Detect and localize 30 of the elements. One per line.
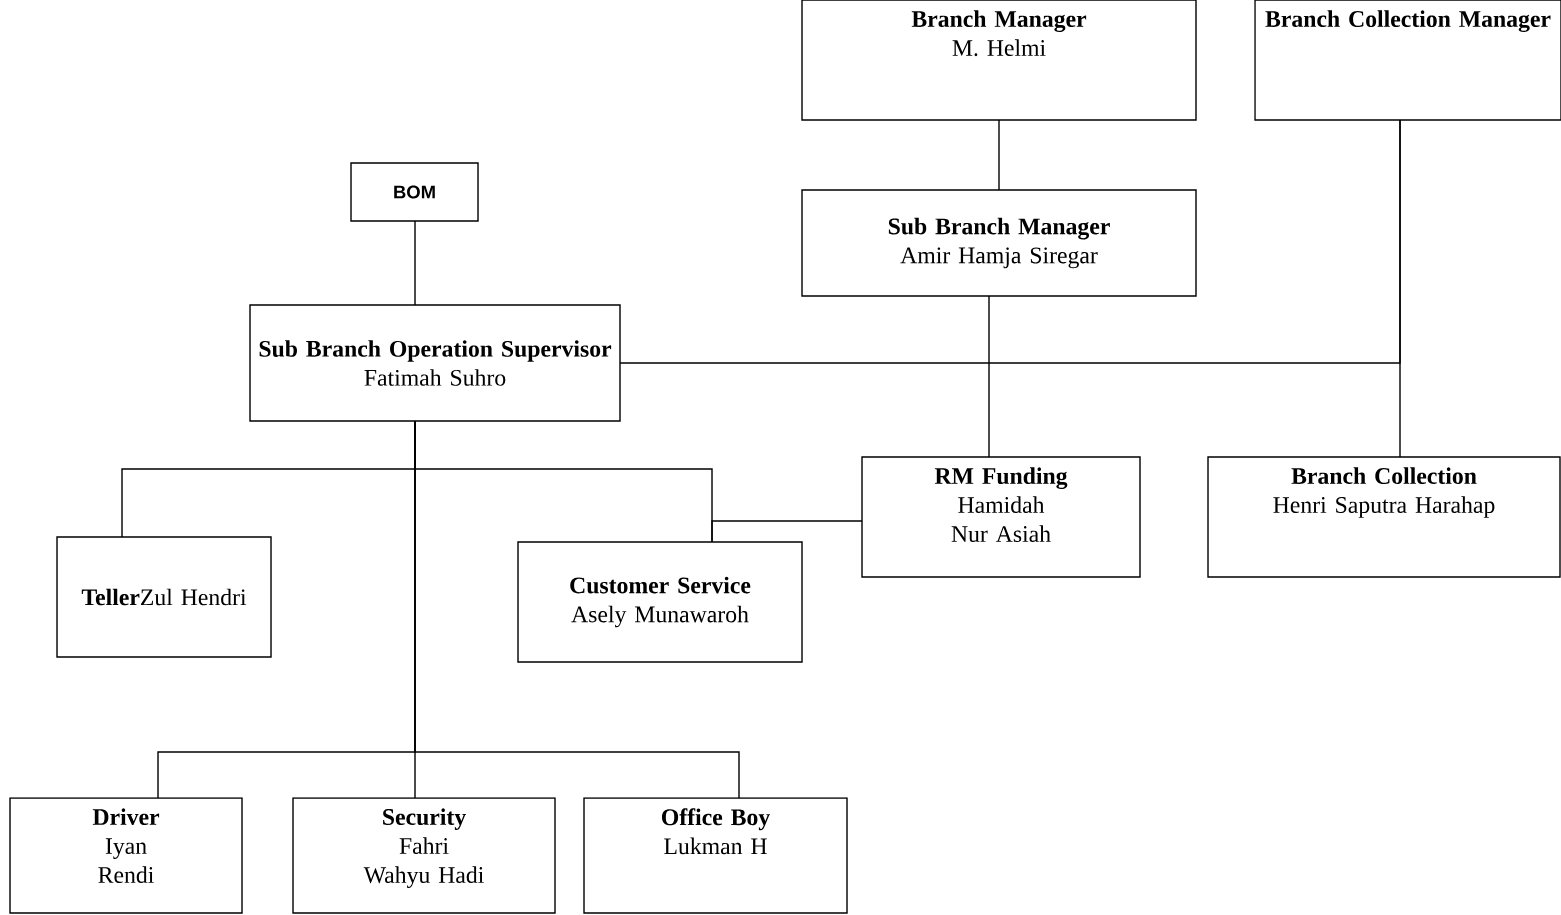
position-label: Branch Collection Henri Saputra Harahap (1273, 467, 1495, 518)
position-box (56, 536, 272, 658)
position-box (292, 797, 556, 914)
position-box (1254, 0, 1561, 121)
position-box (9, 797, 243, 914)
position-label: BOM (394, 185, 435, 199)
connector-line (998, 119, 1000, 191)
position-label: Sub Branch Manager Amir Hamja Siregar (888, 217, 1110, 269)
position-box (350, 162, 479, 222)
position-label: Branch Manager M. Helmi (911, 10, 1087, 57)
position-box (801, 0, 1197, 121)
connector-line (414, 420, 740, 799)
position-box (517, 541, 803, 663)
connector-line (619, 119, 1401, 364)
position-label: Security Fahri Wahyu Hadi (363, 808, 484, 888)
position-label: TellerZul Hendri (81, 588, 247, 606)
connector-line (414, 220, 416, 306)
position-label: Office Boy Lukman H (662, 808, 770, 855)
connector-line (711, 520, 863, 543)
position-box (249, 304, 621, 422)
position-box (1207, 456, 1561, 578)
position-label: Sub Branch Operation Supervisor Fatimah Suhro (259, 340, 612, 386)
position-label: Driver Iyan Rendi (92, 808, 160, 883)
position-label: RM Funding Hamidah Nur Asiah (934, 467, 1068, 542)
connector-line (988, 295, 990, 458)
position-label: Customer Service Asely Munawaroh (570, 576, 751, 628)
position-box (861, 456, 1141, 578)
position-box (583, 797, 848, 914)
position-box (801, 189, 1197, 297)
position-label: Branch Collection Manager (1265, 10, 1551, 33)
